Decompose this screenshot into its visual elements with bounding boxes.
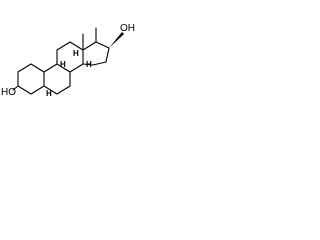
h-c9-label: H [60,60,66,69]
oh-c17-label: OH [120,23,135,34]
ring-a [17,63,45,95]
oh-c3-label: HO [1,87,16,98]
oh-c17-bond [109,32,124,48]
oh-c3-bond [12,85,19,91]
h-c5-label: H [46,89,52,98]
ring-b [43,63,71,95]
ring-c [56,41,84,73]
steroid-structure-diagram: H H H H HO OH [1,23,135,98]
h-c8-label: H [73,49,79,58]
h-c14-label: H [86,60,92,69]
ring-d [82,27,110,66]
